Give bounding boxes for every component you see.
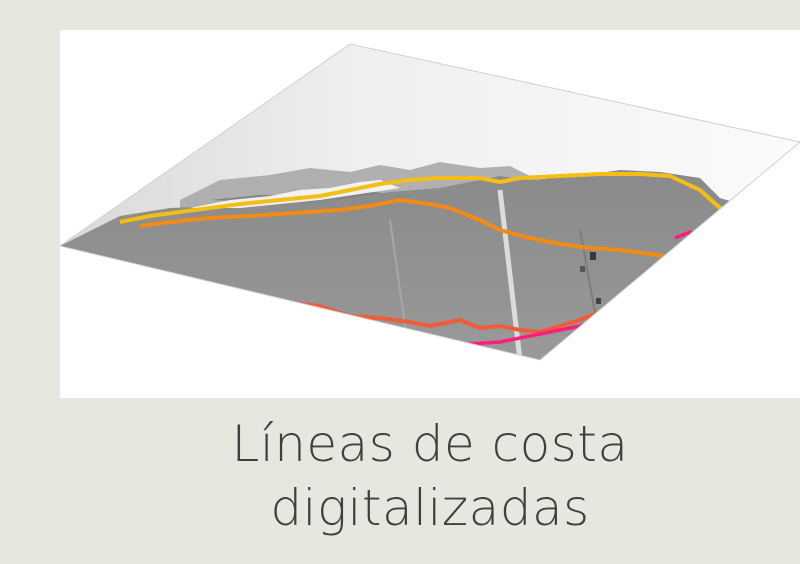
caption-line-1: Líneas de costa: [231, 415, 629, 473]
caption-line-2: digitalizadas: [270, 479, 590, 537]
coastline-map-icon: [60, 43, 800, 361]
coastline-image: [60, 30, 800, 398]
caption: Líneas de costa digitalizadas: [60, 412, 800, 540]
